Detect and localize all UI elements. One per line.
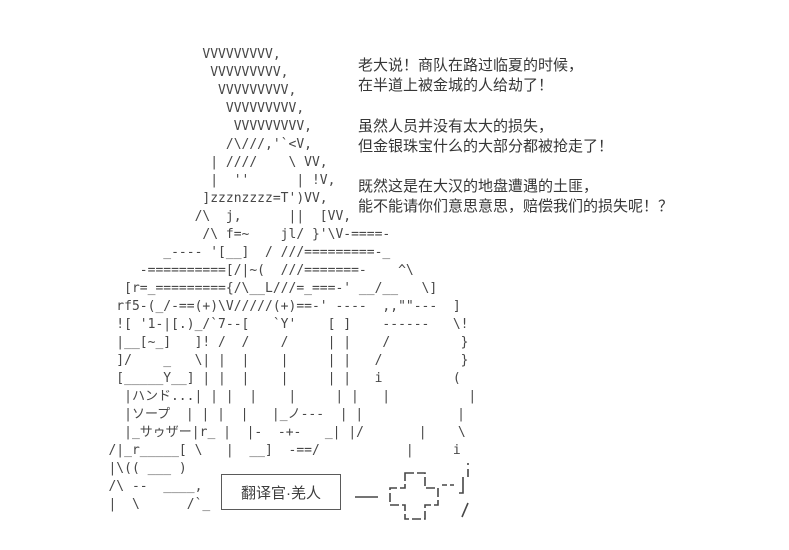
dialogue-line: 虽然人员并没有太大的损失， <box>358 118 554 135</box>
character-name-label: 翻译官·羌人 <box>241 484 321 502</box>
character-name-box: 翻译官·羌人 <box>221 474 341 510</box>
dialogue-block-2: 虽然人员并没有太大的损失， 但金银珠宝什么的大部分都被抢走了！ <box>358 117 613 157</box>
dialogue-line: 既然这是在大汉的地盘遭遇的土匪， <box>358 178 599 195</box>
dialogue-line: 老大说！商队在路过临夏的时候， <box>358 57 584 74</box>
dialogue-block-3: 既然这是在大汉的地盘遭遇的土匪， 能不能请你们意思意思，赔偿我们的损失呢！？ <box>358 177 673 217</box>
dialogue-line: 但金银珠宝什么的大部分都被抢走了！ <box>358 138 614 155</box>
dialogue-line: 在半道上被金城的人给劫了！ <box>358 77 554 94</box>
dialogue-block-1: 老大说！商队在路过临夏的时候， 在半道上被金城的人给劫了！ <box>358 56 583 96</box>
cross-emblem-icon <box>355 463 469 520</box>
ascii-art-character: VVVVVVVVV, VVVVVVVVV, VVVVVVVVV, VVVVVVV… <box>108 47 477 512</box>
dialogue-line: 能不能请你们意思意思，赔偿我们的损失呢！？ <box>358 198 674 215</box>
